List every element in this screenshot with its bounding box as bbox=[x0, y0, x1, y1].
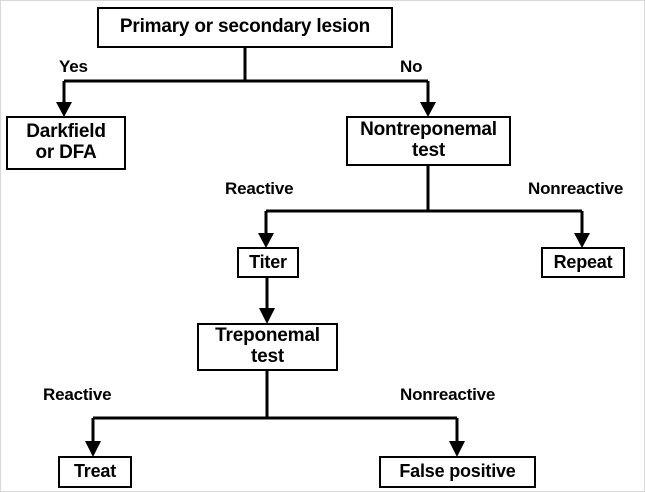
arrowhead-no bbox=[420, 102, 436, 117]
arrowhead-nonreactive-falsepositive bbox=[449, 441, 465, 457]
arrowhead-reactive-treat bbox=[85, 441, 101, 457]
node-label: Titer bbox=[249, 251, 287, 272]
node-label: Treat bbox=[73, 461, 117, 482]
arrowhead-yes bbox=[56, 102, 72, 117]
arrowhead-nonreactive-repeat bbox=[574, 233, 590, 248]
node-nontreponemal-test[interactable]: Nontreponemal test bbox=[346, 116, 511, 166]
node-darkfield-or-dfa[interactable]: Darkfield or DFA bbox=[6, 116, 126, 170]
node-label: False positive bbox=[399, 461, 516, 482]
node-label-line1: Nontreponemal bbox=[360, 119, 497, 141]
edge-label-nonreactive-treponemal: Nonreactive bbox=[400, 385, 496, 404]
node-label-line2: test bbox=[251, 346, 284, 367]
node-titer[interactable]: Titer bbox=[237, 247, 299, 278]
node-label-line2: or DFA bbox=[35, 142, 97, 163]
node-label-line1: Darkfield bbox=[26, 121, 106, 143]
arrowhead-reactive-titer bbox=[258, 233, 274, 248]
node-label-line1: Treponemal bbox=[215, 325, 320, 347]
node-label: Primary or secondary lesion bbox=[119, 16, 371, 38]
node-primary-or-secondary-lesion[interactable]: Primary or secondary lesion bbox=[97, 7, 393, 48]
node-treponemal-test[interactable]: Treponemal test bbox=[197, 323, 338, 371]
edge-label-reactive-treponemal: Reactive bbox=[43, 385, 112, 404]
node-false-positive[interactable]: False positive bbox=[379, 456, 536, 488]
arrowhead-titer-treponemal bbox=[259, 308, 275, 324]
edge-label-no: No bbox=[400, 57, 423, 76]
edge-label-yes: Yes bbox=[59, 57, 88, 76]
node-label-line2: test bbox=[412, 140, 445, 161]
node-treat[interactable]: Treat bbox=[58, 456, 132, 488]
node-repeat[interactable]: Repeat bbox=[541, 247, 625, 278]
node-label: Repeat bbox=[553, 251, 613, 272]
edge-label-reactive-nontreponemal: Reactive bbox=[225, 179, 294, 198]
edge-label-nonreactive-nontreponemal: Nonreactive bbox=[528, 179, 624, 198]
